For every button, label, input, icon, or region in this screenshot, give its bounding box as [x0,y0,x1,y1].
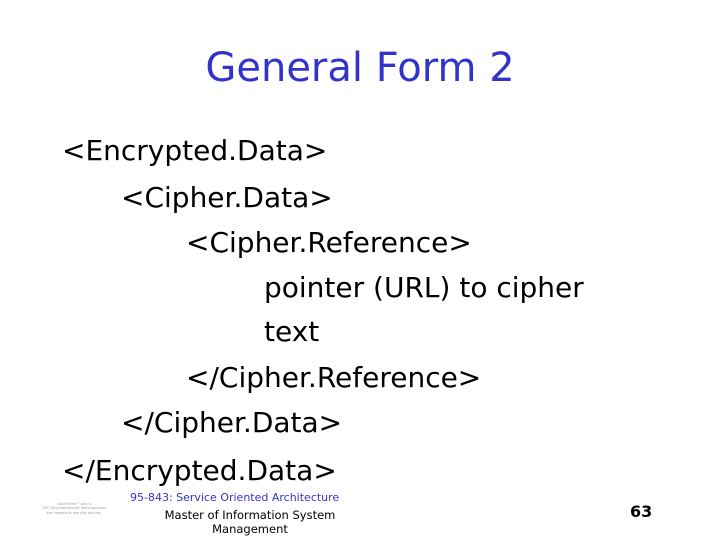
footer-course: 95-843: Service Oriented Architecture [130,491,340,504]
body-line-cipher-reference-open: <Cipher.Reference> [186,226,472,259]
placeholder-text-line: are needed to see this picture. [46,510,102,515]
body-line-encrypted-data-open: <Encrypted.Data> [62,134,328,167]
slide-title: General Form 2 [205,45,515,91]
body-line-cipher-data-close: </Cipher.Data> [121,406,343,439]
footer-program: Master of Information System Management [150,508,350,536]
body-line-cipher-data-open: <Cipher.Data> [121,181,333,214]
body-line-encrypted-data-close: </Encrypted.Data> [62,454,337,487]
page-number: 63 [630,502,653,521]
body-line-cipher-reference-close: </Cipher.Reference> [186,361,482,394]
placeholder-text-line: QuickTime™ and a [57,502,91,506]
body-line-pointer: pointer (URL) to cipher [264,271,584,304]
placeholder-text-line: TIFF (Uncompressed) decompressor [41,506,107,511]
footer-program-line: Master of Information System [164,508,336,522]
missing-picture-placeholder: QuickTime™ and a TIFF (Uncompressed) dec… [28,502,120,526]
footer-program-line: Management [212,522,288,536]
body-line-text: text [264,315,320,348]
